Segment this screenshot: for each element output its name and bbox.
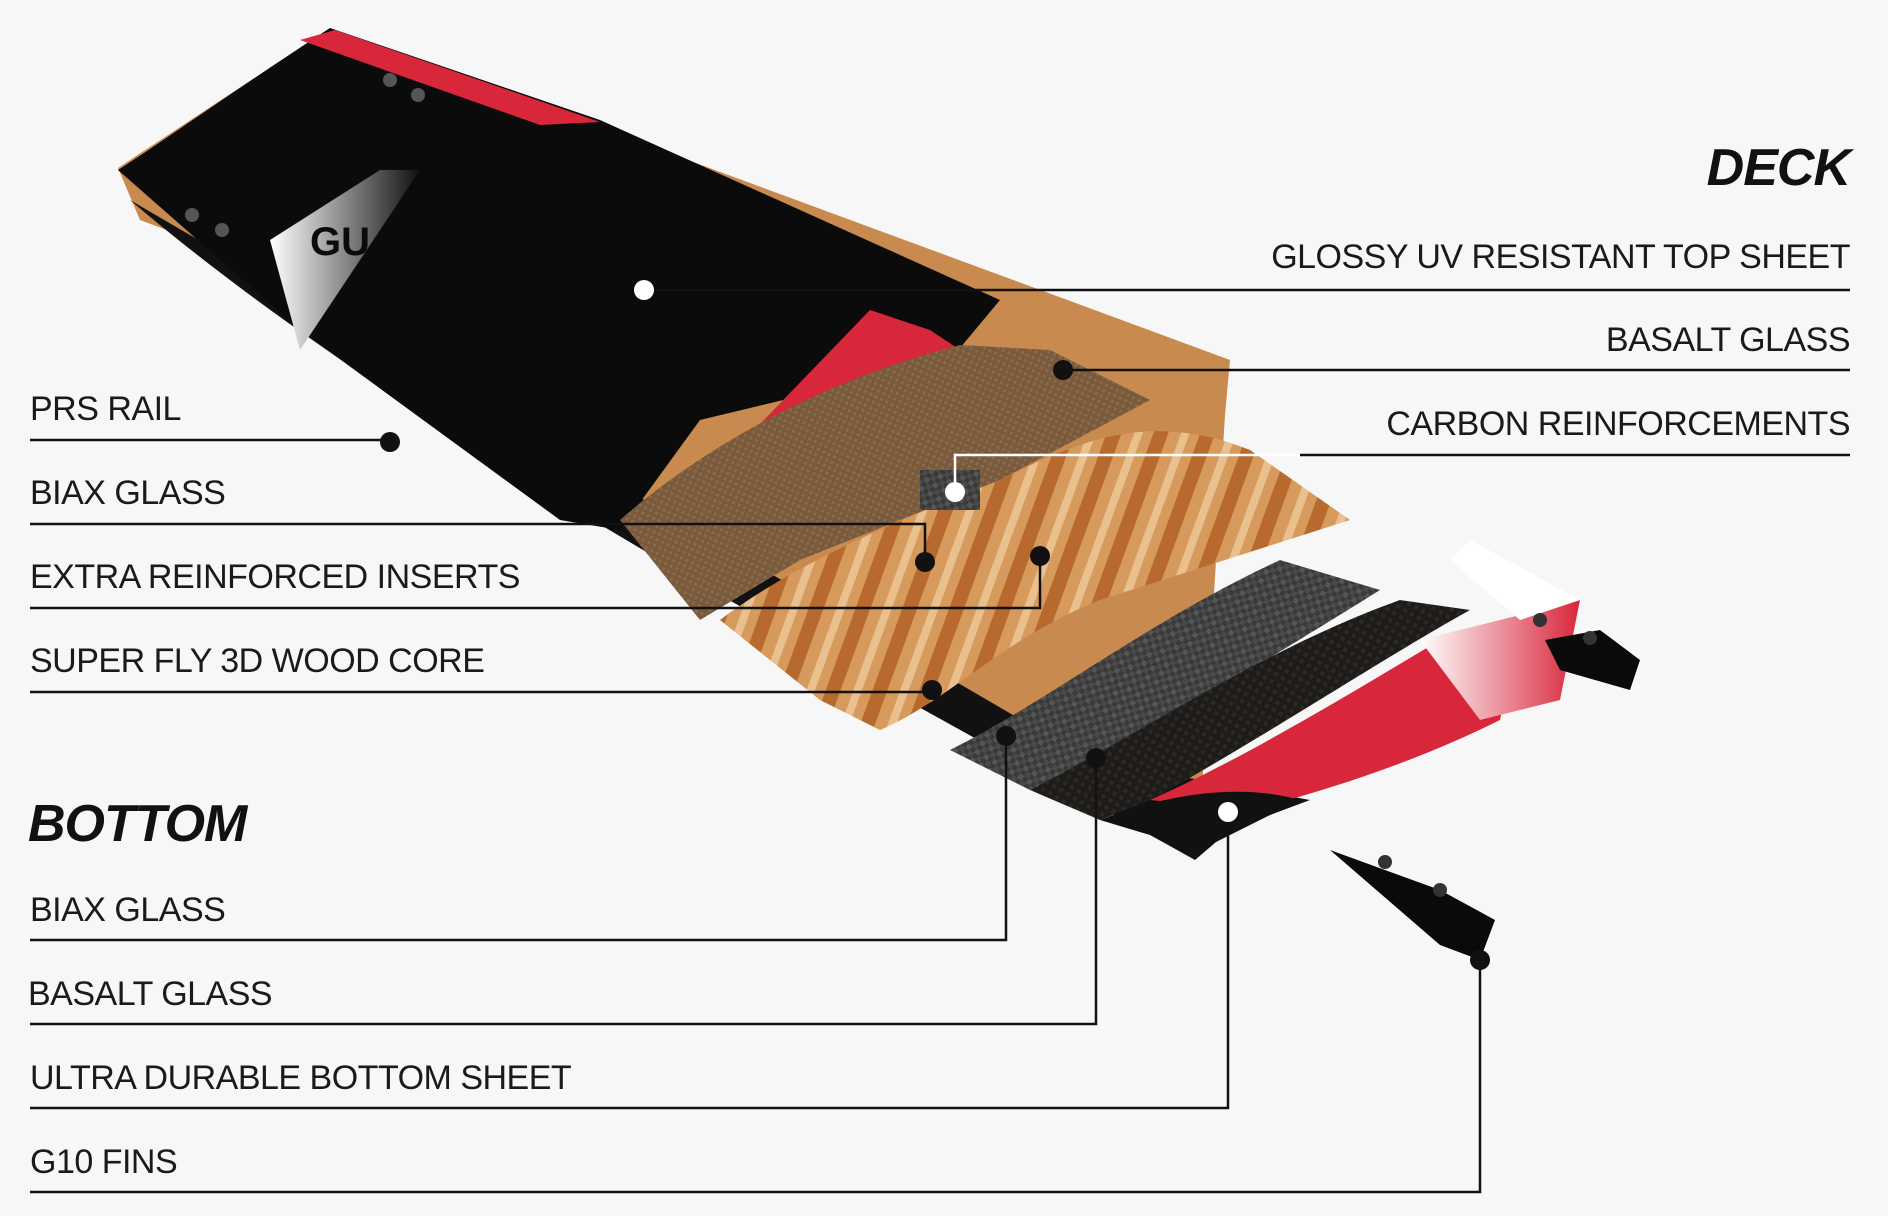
- red-tail: [1150, 620, 1520, 810]
- label-biax-glass-top: BIAX GLASS: [30, 474, 226, 512]
- basalt-bottom-layer: [1030, 600, 1470, 820]
- top-sheet: [118, 28, 1000, 530]
- carbon-layer: [950, 560, 1380, 790]
- dot-basalt-glass-bottom: [1086, 748, 1106, 768]
- white-tail-tip: [1450, 540, 1580, 620]
- leader-biax-glass-top: [30, 522, 927, 560]
- leader-extra-inserts: [30, 556, 1042, 610]
- label-biax-glass-bottom: BIAX GLASS: [30, 891, 226, 929]
- fin-bottom: [1330, 850, 1495, 960]
- wood-core: [720, 431, 1350, 730]
- tail-speckle: [1420, 600, 1580, 720]
- leader-biax-glass-bottom: [30, 736, 1008, 942]
- label-basalt-glass-deck: BASALT GLASS: [1605, 321, 1851, 359]
- dot-wood-core: [922, 680, 942, 700]
- dot-carbon-reinforcements: [945, 482, 965, 502]
- label-glossy-uv-top-sheet: GLOSSY UV RESISTANT TOP SHEET: [1271, 238, 1850, 276]
- leader-bottom-sheet: [30, 812, 1230, 1110]
- leader-g10-fins: [30, 960, 1482, 1194]
- fin-right: [1545, 630, 1640, 690]
- svg-text:GU: GU: [310, 220, 370, 264]
- dot-glossy-topsheet: [634, 280, 654, 300]
- basalt-layer: [620, 345, 1150, 620]
- black-tail-bottom: [1100, 791, 1300, 850]
- label-extra-reinforced-inserts: EXTRA REINFORCED INSERTS: [30, 558, 520, 596]
- bottom-heading: BOTTOM: [28, 795, 247, 853]
- label-basalt-glass-bottom: BASALT GLASS: [28, 975, 273, 1013]
- dot-g10-fins: [1470, 950, 1490, 970]
- label-g10-fins: G10 FINS: [30, 1143, 178, 1181]
- dot-bottom-sheet: [1218, 802, 1238, 822]
- dot-extra-inserts: [1030, 546, 1050, 566]
- dot-biax-glass-top: [915, 552, 935, 572]
- leader-basalt-glass-bottom: [30, 758, 1098, 1026]
- red-stripe-nose: [300, 30, 600, 125]
- deck-heading: DECK: [1706, 139, 1851, 197]
- label-prs-rail: PRS RAIL: [30, 390, 181, 428]
- white-stripe: [270, 170, 420, 350]
- dot-prs-rail: [380, 432, 400, 452]
- label-carbon-reinforcements: CARBON REINFORCEMENTS: [1386, 405, 1850, 443]
- label-ultra-durable-bottom-sheet: ULTRA DURABLE BOTTOM SHEET: [30, 1059, 572, 1097]
- label-super-fly-3d-wood-core: SUPER FLY 3D WOOD CORE: [30, 642, 485, 680]
- dot-biax-glass-bottom: [996, 726, 1016, 746]
- dot-basalt-glass-deck: [1053, 360, 1073, 380]
